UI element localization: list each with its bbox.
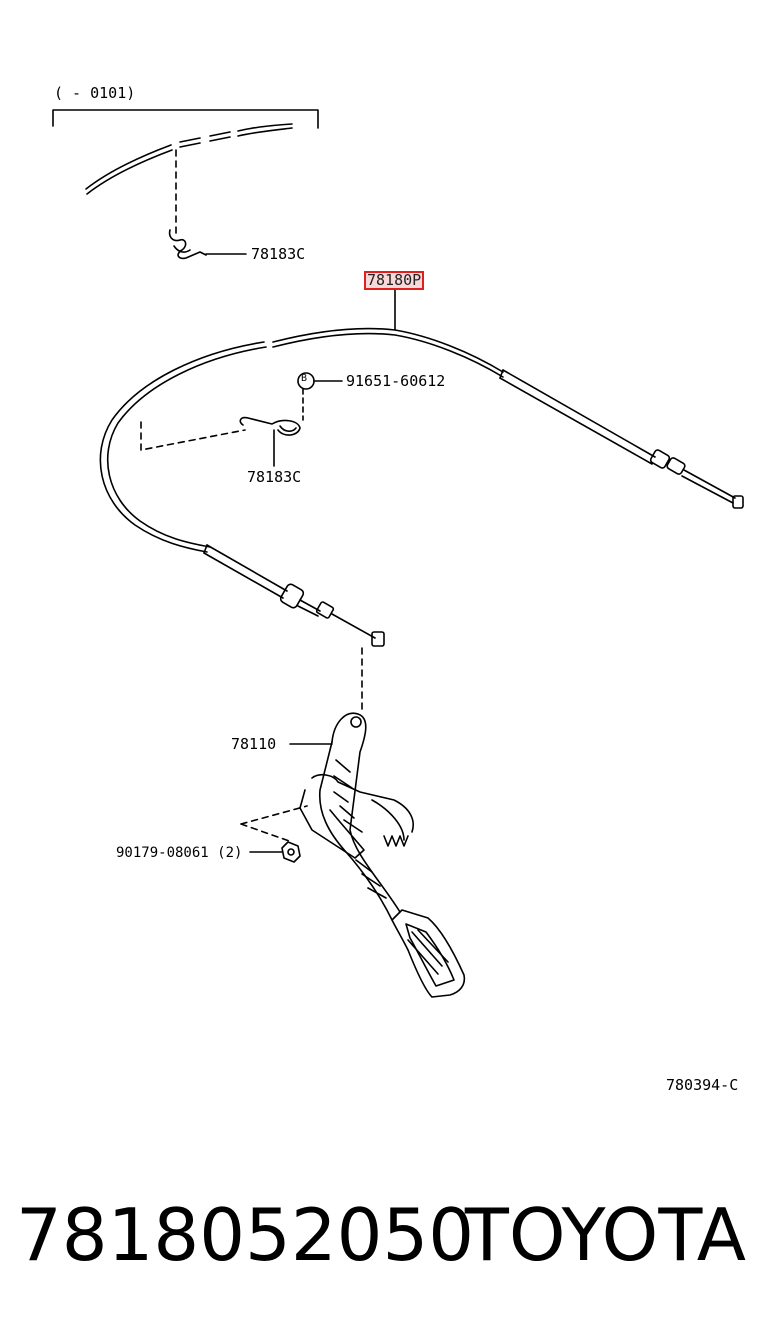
clip-top-shape	[168, 229, 207, 260]
date-range-bracket	[52, 109, 319, 129]
callout-cable-highlighted[interactable]: 78180P	[364, 271, 425, 290]
callout-pedal[interactable]: 78110	[231, 735, 277, 753]
callout-clip-top[interactable]: 78183C	[251, 245, 306, 263]
clip-mid-shape	[239, 416, 301, 436]
nut-shape	[281, 841, 301, 863]
brand-name: TOYOTA	[464, 1193, 746, 1277]
early-cable-fragment	[85, 123, 293, 195]
callout-bolt[interactable]: 91651-60612	[346, 372, 446, 390]
main-cable	[99, 327, 744, 647]
figure-code: 780394-C	[666, 1076, 739, 1094]
part-number: 7818052050	[16, 1193, 475, 1277]
bolt-marker-letter: B	[301, 373, 308, 384]
parts-diagram	[52, 109, 744, 998]
callout-nut[interactable]: 90179-08061 (2)	[116, 845, 243, 861]
date-range-label: ( - 0101)	[54, 84, 136, 102]
pedal-assembly	[299, 712, 466, 998]
footer-caption: 7818052050 TOYOTA	[16, 1190, 746, 1280]
callout-clip-mid[interactable]: 78183C	[247, 468, 302, 486]
leader-nut	[240, 805, 308, 843]
leader-clip-mid	[140, 421, 246, 451]
